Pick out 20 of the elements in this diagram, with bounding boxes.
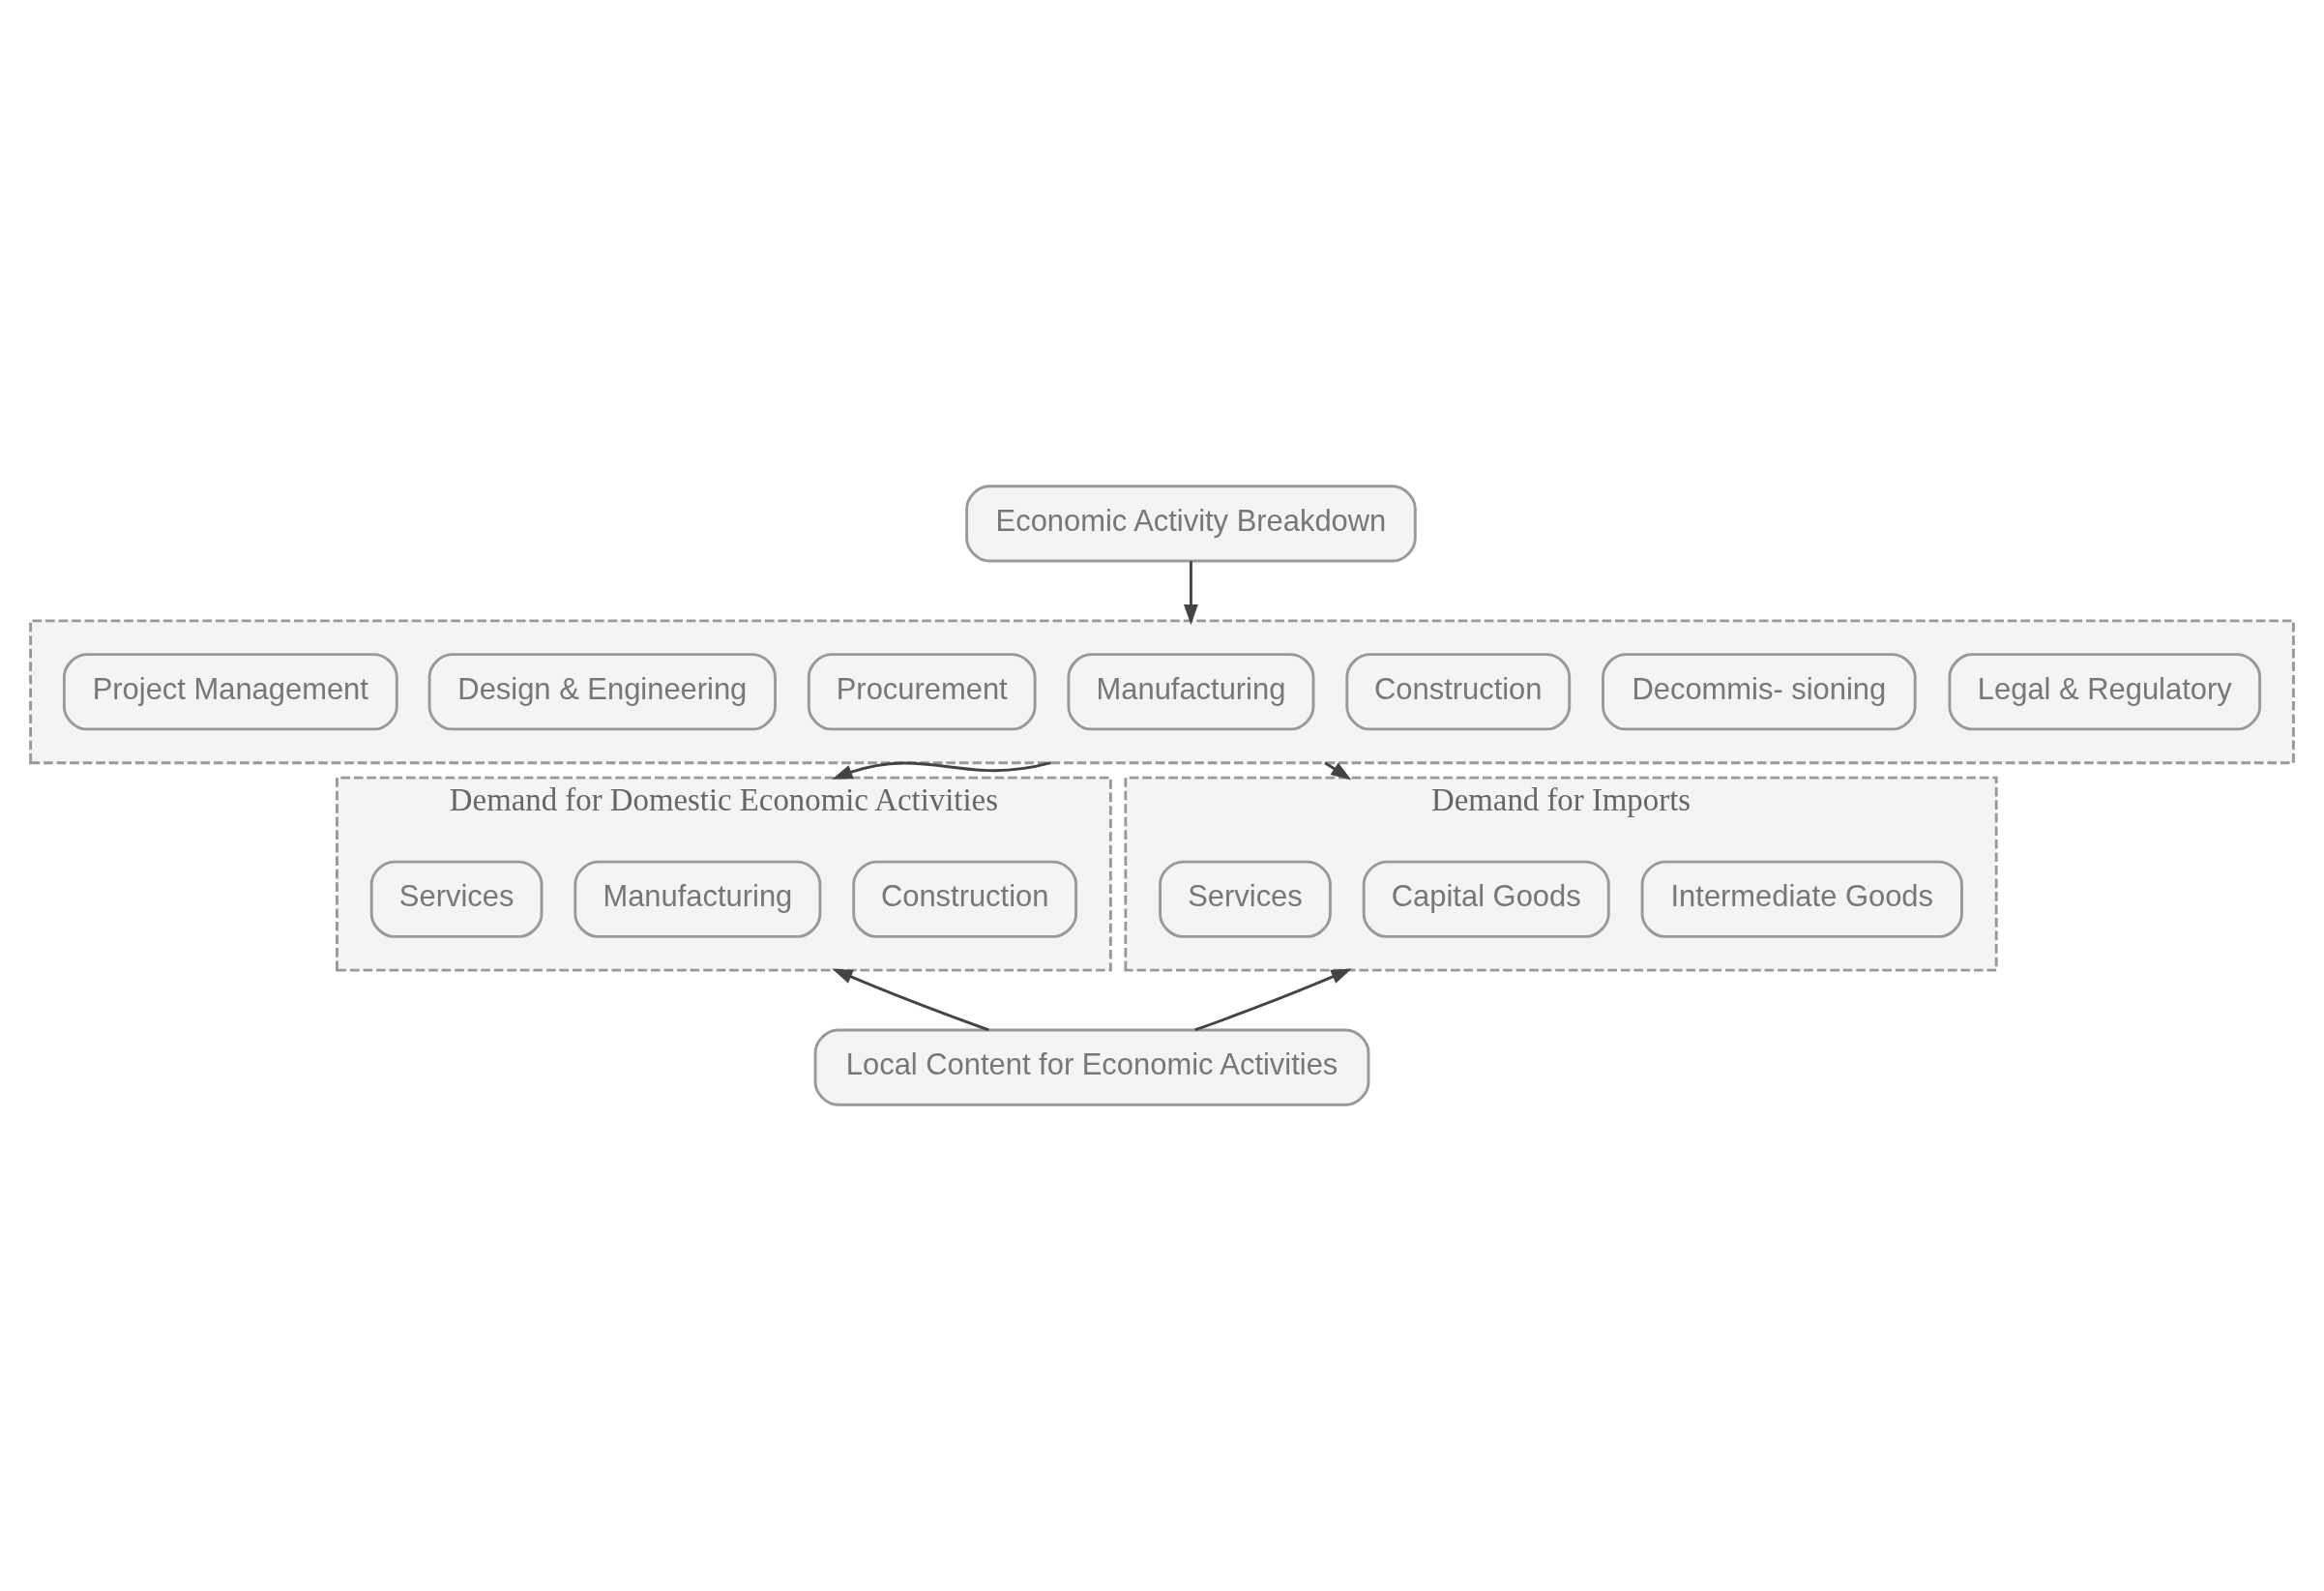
node-box: Legal & Regulatory — [1948, 653, 2262, 731]
node-box: Manufacturing — [574, 860, 822, 938]
node-box: Construction — [1345, 653, 1572, 731]
node-box: Economic Activity Breakdown — [965, 485, 1417, 563]
node-box: Procurement — [807, 653, 1037, 731]
cluster — [29, 619, 2295, 765]
node-box: Construction — [852, 860, 1078, 938]
node-box: Manufacturing — [1067, 653, 1315, 731]
node-box: Intermediate Goods — [1640, 860, 1963, 938]
node-box: Services — [1159, 860, 1332, 938]
node-box: Capital Goods — [1362, 860, 1610, 938]
arrow — [1194, 968, 1352, 1032]
arrow — [1184, 561, 1198, 626]
arrow — [832, 968, 989, 1032]
node-box: Project Management — [62, 653, 398, 731]
node-box: Local Content for Economic Activities — [813, 1028, 1370, 1106]
node-box: Services — [369, 860, 544, 938]
arrow — [1324, 761, 1352, 781]
node-box: Design & Engineering — [427, 653, 777, 731]
node-box: Decommis- sioning — [1602, 653, 1917, 731]
